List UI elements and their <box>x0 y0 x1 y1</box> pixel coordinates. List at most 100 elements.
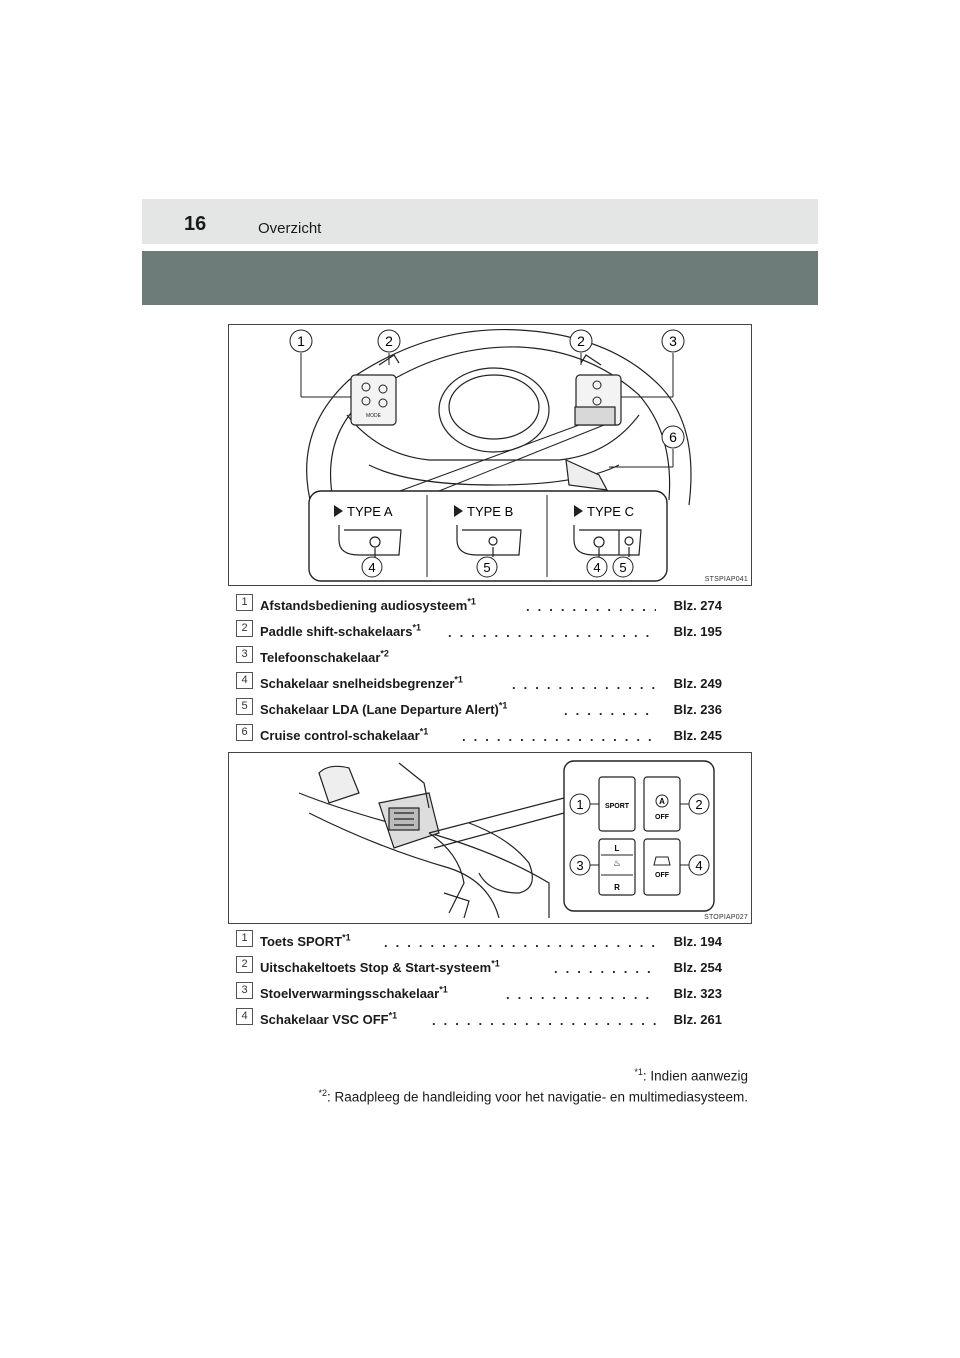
item-number-badge: 2 <box>236 956 253 973</box>
sport-button-label: SPORT <box>605 803 630 810</box>
leader-dots: . . . . . . . . . . . . . . . . . . . . … <box>448 625 656 640</box>
svg-text:5: 5 <box>619 560 626 575</box>
steering-wheel-figure: MODE 1 2 2 3 6 TYPE A TYPE B TYPE C 4 5 … <box>228 324 752 586</box>
header-band <box>142 251 818 305</box>
item-number-badge: 2 <box>236 620 253 637</box>
leader-dots: . . . . . . . . . . . . . . . . . . . . <box>526 599 656 614</box>
item-number-badge: 1 <box>236 930 253 947</box>
svg-text:TYPE A: TYPE A <box>347 504 393 519</box>
item-text: Stoelverwarmingsschakelaar*1 <box>260 984 448 1001</box>
leader-dots: . . . . . . . . . . . . . . . <box>554 961 656 976</box>
svg-text:4: 4 <box>695 858 702 873</box>
console-figure: SPORT A OFF L ♨ R OFF 1 2 3 4 STOPIAP027 <box>228 752 752 924</box>
svg-text:5: 5 <box>483 560 490 575</box>
page-reference: Blz. 323 <box>673 986 722 1001</box>
seat-heater-left-label: L <box>615 844 620 853</box>
fig2-callout-4: 4 <box>688 854 710 876</box>
fig1-callout-6: 6 <box>661 425 685 449</box>
item-text: Telefoonschakelaar*2 <box>260 648 389 665</box>
svg-text:3: 3 <box>576 858 583 873</box>
svg-text:TYPE B: TYPE B <box>467 504 513 519</box>
leader-dots: . . . . . . . . . . . . . . . . . . . . … <box>462 729 656 744</box>
item-number-badge: 5 <box>236 698 253 715</box>
svg-text:2: 2 <box>695 797 702 812</box>
type-callout-5a: 5 <box>476 556 498 578</box>
fig1-callout-2b: 2 <box>569 329 593 353</box>
page-header-bar <box>142 199 818 244</box>
page-number: 16 <box>184 213 207 235</box>
svg-text:TYPE C: TYPE C <box>587 504 634 519</box>
item-text: Schakelaar snelheidsbegrenzer*1 <box>260 674 463 691</box>
item-text: Toets SPORT*1 <box>260 932 351 949</box>
section-title: Overzicht <box>258 220 322 237</box>
page-reference: Blz. 245 <box>673 728 722 743</box>
list-item: 2 Uitschakeltoets Stop & Start-systeem*1… <box>236 956 726 982</box>
item-text: Schakelaar LDA (Lane Departure Alert)*1 <box>260 700 508 717</box>
fig1-callout-1: 1 <box>289 329 313 353</box>
footnote-2: *2: Raadpleeg de handleiding voor het na… <box>318 1087 748 1105</box>
svg-text:4: 4 <box>368 560 375 575</box>
item-text: Schakelaar VSC OFF*1 <box>260 1010 398 1027</box>
item-text: Afstandsbediening audiosysteem*1 <box>260 596 476 613</box>
list-item: 4 Schakelaar VSC OFF*1 . . . . . . . . .… <box>236 1008 726 1034</box>
list-item: 3 Telefoonschakelaar*2 <box>236 646 726 672</box>
fig2-callout-1: 1 <box>569 793 591 815</box>
item-text: Paddle shift-schakelaars*1 <box>260 622 421 639</box>
svg-text:2: 2 <box>577 333 585 349</box>
page-reference: Blz. 194 <box>673 934 722 949</box>
page-reference: Blz. 236 <box>673 702 722 717</box>
svg-text:4: 4 <box>593 560 600 575</box>
fig1-callout-3: 3 <box>661 329 685 353</box>
page-reference: Blz. 249 <box>673 676 722 691</box>
leader-dots: . . . . . . . . . . . . . . . . . . . . … <box>432 1013 656 1028</box>
seat-heater-right-label: R <box>614 883 620 892</box>
svg-text:2: 2 <box>385 333 393 349</box>
seat-heater-icon: ♨ <box>613 858 621 868</box>
item-number-badge: 4 <box>236 1008 253 1025</box>
item-text: Cruise control-schakelaar*1 <box>260 726 429 743</box>
steering-wheel-illustration: MODE 1 2 2 3 6 TYPE A TYPE B TYPE C 4 5 … <box>289 328 692 582</box>
footnote-1: *1: Indien aanwezig <box>634 1067 748 1084</box>
fig2-callout-2: 2 <box>688 793 710 815</box>
a-off-label: OFF <box>655 814 670 821</box>
type-b-label: TYPE B <box>454 504 513 519</box>
list-item: 5 Schakelaar LDA (Lane Departure Alert)*… <box>236 698 726 724</box>
fig2-callout-3: 3 <box>569 854 591 876</box>
a-off-letter: A <box>659 797 665 806</box>
leader-dots: . . . . . . . . . . . . . . . . . . . . … <box>506 987 656 1002</box>
page-reference: Blz. 195 <box>673 624 722 639</box>
svg-text:1: 1 <box>297 333 305 349</box>
page-reference: Blz. 261 <box>673 1012 722 1027</box>
item-number-badge: 1 <box>236 594 253 611</box>
item-number-badge: 6 <box>236 724 253 741</box>
type-a-label: TYPE A <box>334 504 393 519</box>
figure-code: STOPIAP027 <box>704 914 748 921</box>
footnotes: *1: Indien aanwezig *2: Raadpleeg de han… <box>318 1064 748 1105</box>
item-text: Uitschakeltoets Stop & Start-systeem*1 <box>260 958 500 975</box>
type-callout-4b: 4 <box>586 556 608 578</box>
page-reference: Blz. 274 <box>673 598 722 613</box>
item-list-1: 1 Afstandsbediening audiosysteem*1 . . .… <box>236 594 726 750</box>
item-number-badge: 3 <box>236 646 253 663</box>
leader-dots: . . . . . . . . . . . . . . <box>564 703 656 718</box>
type-c-label: TYPE C <box>574 504 634 519</box>
figure-code: STSPIAP041 <box>704 576 748 583</box>
fig1-callout-2a: 2 <box>377 329 401 353</box>
list-item: 4 Schakelaar snelheidsbegrenzer*1 . . . … <box>236 672 726 698</box>
item-number-badge: 4 <box>236 672 253 689</box>
type-callout-5b: 5 <box>612 556 634 578</box>
type-callout-4a: 4 <box>361 556 383 578</box>
vsc-off-label: OFF <box>655 872 670 879</box>
item-list-2: 1 Toets SPORT*1 . . . . . . . . . . . . … <box>236 930 726 1034</box>
page-reference: Blz. 254 <box>673 960 722 975</box>
leader-dots: . . . . . . . . . . . . . . . . . . . . … <box>512 677 656 692</box>
list-item: 1 Toets SPORT*1 . . . . . . . . . . . . … <box>236 930 726 956</box>
list-item: 2 Paddle shift-schakelaars*1 . . . . . .… <box>236 620 726 646</box>
svg-text:1: 1 <box>576 797 583 812</box>
leader-dots: . . . . . . . . . . . . . . . . . . . . … <box>384 935 656 950</box>
list-item: 1 Afstandsbediening audiosysteem*1 . . .… <box>236 594 726 620</box>
list-item: 3 Stoelverwarmingsschakelaar*1 . . . . .… <box>236 982 726 1008</box>
vsc-car-icon <box>653 856 671 866</box>
svg-text:6: 6 <box>669 429 677 445</box>
console-illustration: SPORT A OFF L ♨ R OFF 1 2 3 4 <box>298 760 715 919</box>
